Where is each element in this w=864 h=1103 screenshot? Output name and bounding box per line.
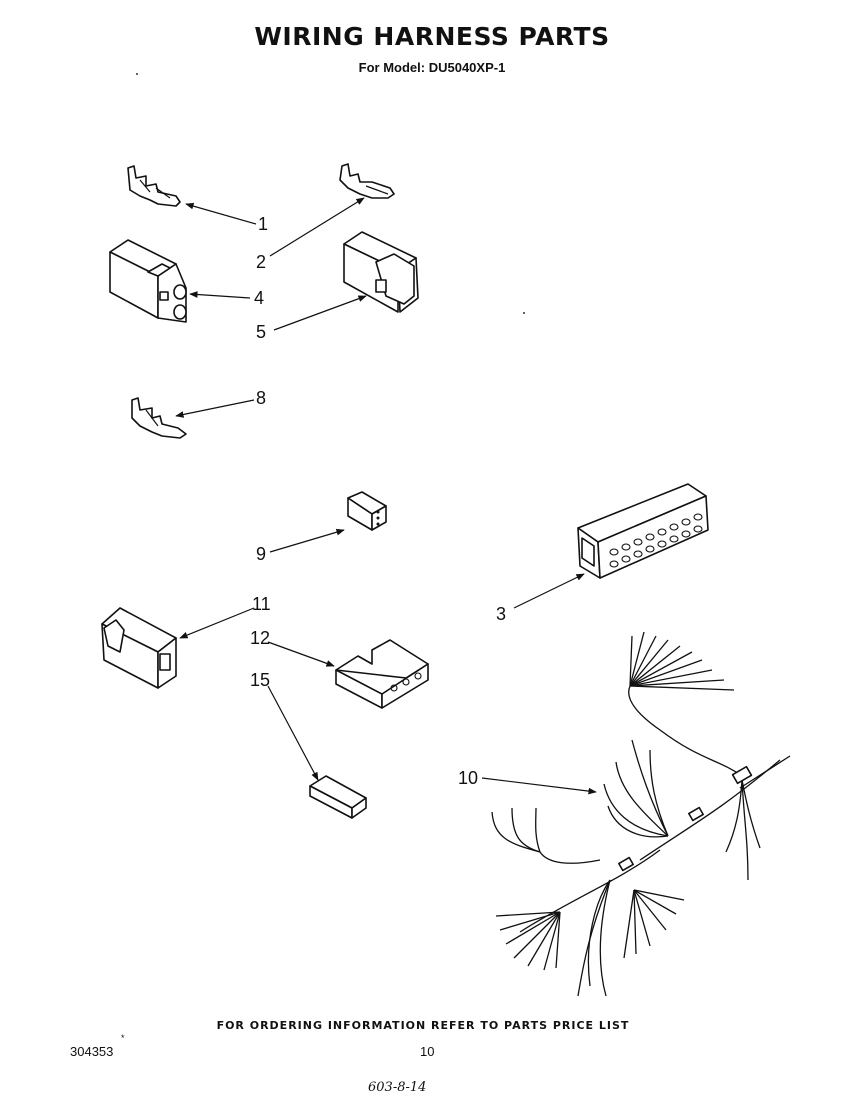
terminal-part-8 bbox=[131, 397, 187, 439]
callout-1: 1 bbox=[258, 214, 268, 234]
callout-4: 4 bbox=[254, 288, 264, 308]
leader-lines bbox=[175, 197, 597, 795]
connector-housing-part-5 bbox=[343, 231, 419, 313]
callout-3: 3 bbox=[496, 604, 506, 624]
document-mark: * bbox=[121, 1033, 125, 1043]
document-number: 304353 bbox=[70, 1044, 114, 1059]
callout-10: 10 bbox=[458, 768, 478, 788]
page-title: WIRING HARNESS PARTS bbox=[254, 22, 610, 51]
handwritten-note: 603-8-14 bbox=[368, 1080, 427, 1095]
callout-5: 5 bbox=[256, 322, 266, 342]
callout-12: 12 bbox=[250, 628, 270, 648]
model-subtitle: For Model: DU5040XP-1 bbox=[358, 60, 506, 75]
callout-8: 8 bbox=[256, 388, 266, 408]
ordering-info-footer: FOR ORDERING INFORMATION REFER TO PARTS … bbox=[216, 1019, 630, 1032]
connector-part-9 bbox=[347, 491, 387, 531]
connector-part-12 bbox=[335, 639, 429, 709]
callout-11: 11 bbox=[252, 594, 271, 614]
connector-block-part-3 bbox=[577, 483, 709, 579]
page-number: 10 bbox=[420, 1044, 435, 1059]
terminal-part-2 bbox=[339, 163, 395, 199]
callout-15: 15 bbox=[250, 670, 270, 690]
pad-part-15 bbox=[309, 775, 367, 819]
connector-housing-part-4 bbox=[109, 239, 187, 323]
wiring-harness-part-10 bbox=[491, 631, 791, 997]
callout-2: 2 bbox=[256, 252, 266, 272]
connector-housing-part-11 bbox=[101, 607, 177, 689]
callout-9: 9 bbox=[256, 544, 266, 564]
terminal-part-1 bbox=[127, 165, 181, 207]
